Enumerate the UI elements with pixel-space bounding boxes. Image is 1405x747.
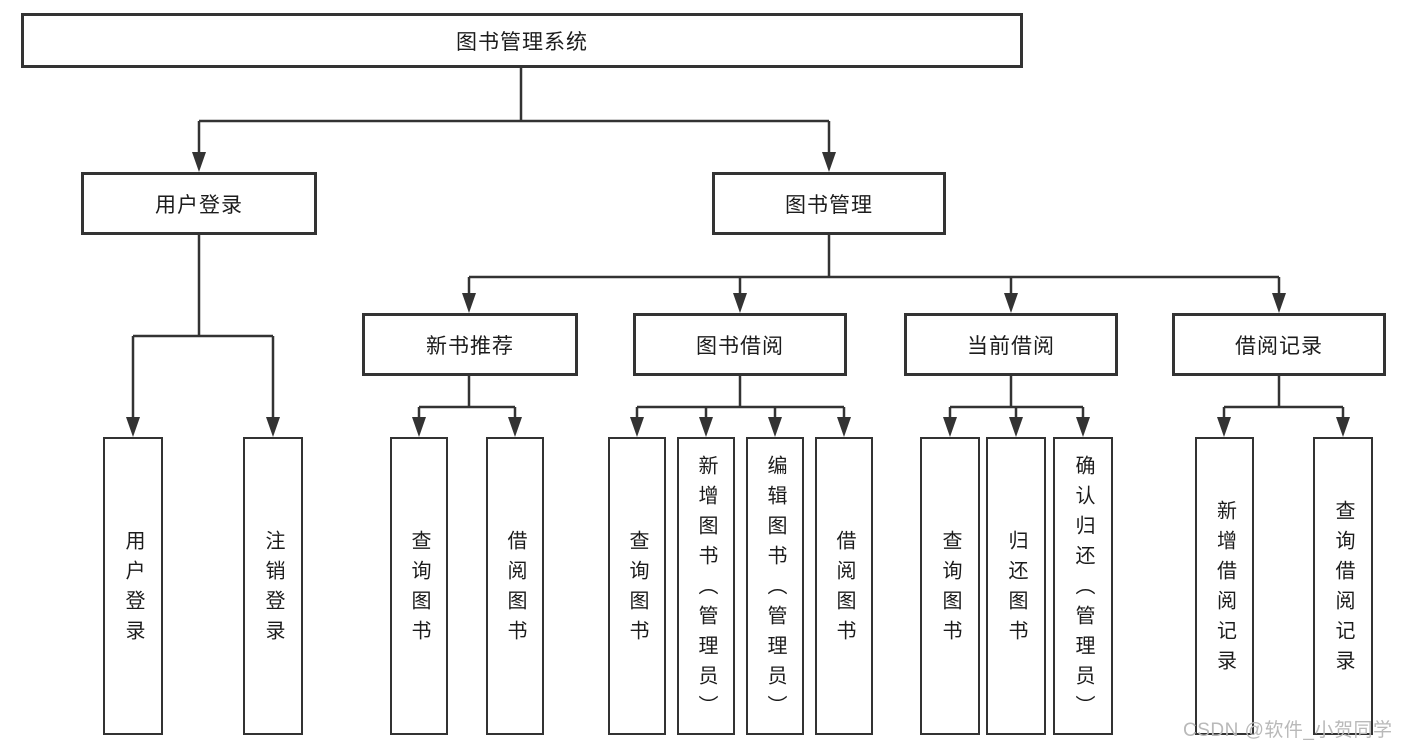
connector-book-management: [467, 235, 1281, 297]
arrow-icon: [822, 152, 836, 172]
node-label: 归还图书: [1005, 530, 1027, 650]
arrow-icon: [1272, 293, 1286, 313]
arrow-icon: [1336, 417, 1350, 437]
node-label: 当前借阅: [967, 334, 1055, 358]
arrow-icon: [412, 417, 426, 437]
arrow-icon: [768, 417, 782, 437]
node-leaf-borrow-books-recommend: 借阅图书: [486, 437, 544, 735]
node-label: 借阅图书: [833, 530, 855, 650]
node-label: 新增借阅记录: [1213, 500, 1236, 680]
node-leaf-query-borrow-record: 查询借阅记录: [1313, 437, 1373, 735]
arrow-icon: [837, 417, 851, 437]
node-label: 图书管理系统: [456, 30, 588, 54]
node-label: 借阅图书: [504, 530, 526, 650]
arrow-icon: [1009, 417, 1023, 437]
node-leaf-confirm-return-admin: 确认归还（管理员）: [1053, 437, 1113, 735]
node-label: 图书管理: [785, 193, 873, 217]
node-label: 图书借阅: [696, 334, 784, 358]
arrow-icon: [943, 417, 957, 437]
node-library-management-system: 图书管理系统: [21, 13, 1023, 68]
arrow-icon: [1004, 293, 1018, 313]
arrow-icon: [192, 152, 206, 172]
node-leaf-add-books-admin: 新增图书（管理员）: [677, 437, 735, 735]
node-leaf-query-books-borrow: 查询图书: [608, 437, 666, 735]
arrow-icon: [1076, 417, 1090, 437]
node-label: 新增图书（管理员）: [695, 455, 717, 725]
node-borrow-records: 借阅记录: [1172, 313, 1386, 376]
node-leaf-query-books-recommend: 查询图书: [390, 437, 448, 735]
node-label: 借阅记录: [1235, 334, 1323, 358]
connector-current-borrow: [948, 376, 1085, 421]
arrow-icon: [630, 417, 644, 437]
node-leaf-add-borrow-record: 新增借阅记录: [1195, 437, 1254, 735]
watermark-text: CSDN @软件_小贺同学: [1183, 720, 1393, 741]
node-label: 查询图书: [408, 530, 430, 650]
node-book-management: 图书管理: [712, 172, 946, 235]
arrow-icon: [699, 417, 713, 437]
node-leaf-return-books: 归还图书: [986, 437, 1046, 735]
node-current-borrow: 当前借阅: [904, 313, 1118, 376]
node-label: 确认归还（管理员）: [1072, 455, 1094, 725]
node-label: 查询图书: [939, 530, 961, 650]
node-user-login: 用户登录: [81, 172, 317, 235]
connector-new-book-recommend: [417, 376, 517, 421]
arrow-icon: [508, 417, 522, 437]
arrow-icon: [1217, 417, 1231, 437]
node-leaf-user-login: 用户登录: [103, 437, 163, 735]
node-label: 新书推荐: [426, 334, 514, 358]
arrow-icon: [733, 293, 747, 313]
connector-borrow-records: [1222, 376, 1345, 421]
node-label: 查询图书: [626, 530, 648, 650]
arrowheads: [126, 152, 1350, 437]
node-label: 注销登录: [262, 530, 284, 650]
node-new-book-recommend: 新书推荐: [362, 313, 578, 376]
node-book-borrow: 图书借阅: [633, 313, 847, 376]
node-label: 查询借阅记录: [1332, 500, 1354, 680]
arrow-icon: [266, 417, 280, 437]
arrow-icon: [126, 417, 140, 437]
node-label: 编辑图书（管理员）: [764, 455, 786, 725]
node-leaf-edit-books-admin: 编辑图书（管理员）: [746, 437, 804, 735]
node-label: 用户登录: [155, 193, 243, 217]
connector-book-borrow: [635, 376, 846, 421]
connector-root: [197, 68, 831, 156]
node-label: 用户登录: [122, 530, 144, 650]
connector-user-login: [131, 235, 275, 421]
node-leaf-query-books-current: 查询图书: [920, 437, 980, 735]
node-leaf-logout: 注销登录: [243, 437, 303, 735]
arrow-icon: [462, 293, 476, 313]
node-leaf-borrow-books: 借阅图书: [815, 437, 873, 735]
